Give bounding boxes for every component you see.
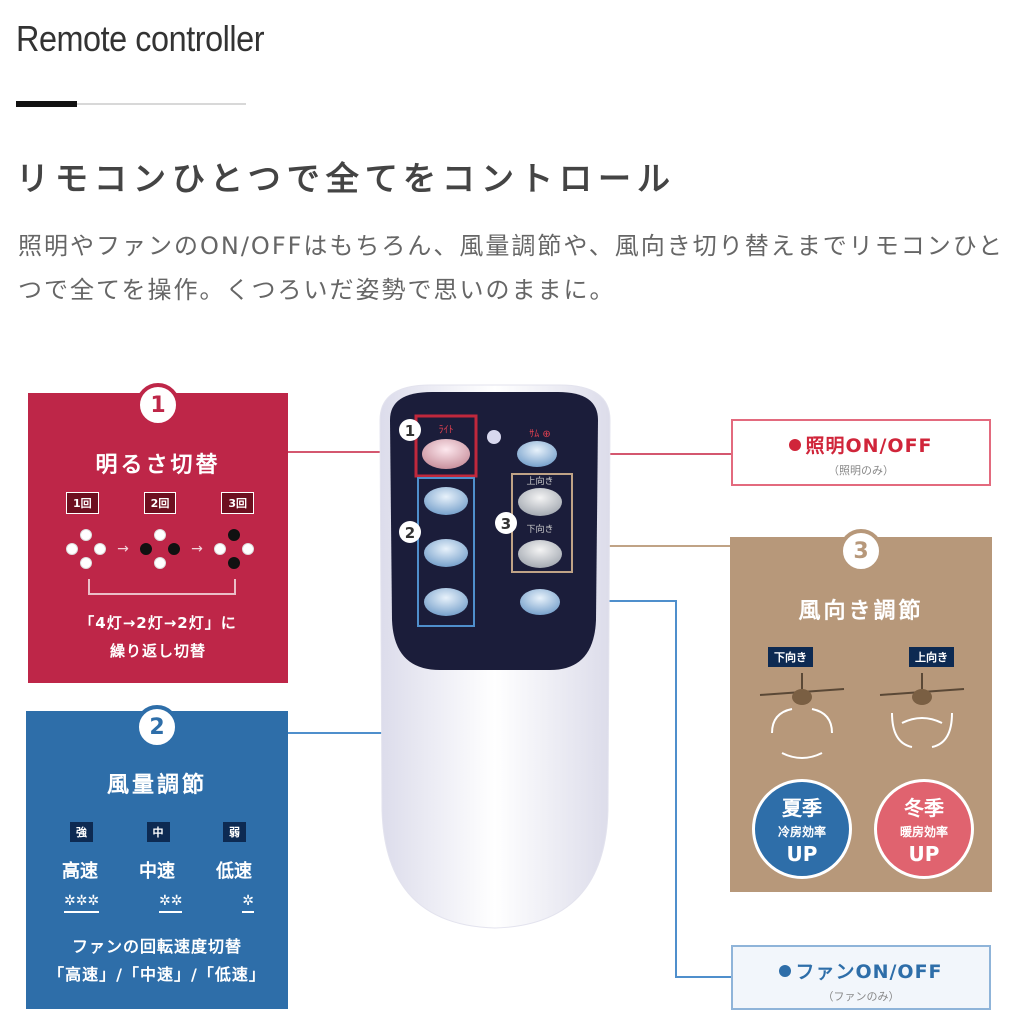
step-tag-1: 1回 xyxy=(66,492,99,514)
arrow-right-icon: → xyxy=(191,541,203,557)
fan-callout-sub: （ファンのみ） xyxy=(822,990,900,1003)
light-callout-sub: （照明のみ） xyxy=(828,464,894,477)
ceiling-fan-illustrations xyxy=(752,673,972,763)
brightness-caption: 「4灯→2灯→2灯」に 繰り返し切替 xyxy=(79,614,237,660)
level-strong: 強 xyxy=(70,822,93,842)
bulb-pattern-4-icon xyxy=(66,529,106,569)
bulb-pattern-row: → → xyxy=(66,529,254,569)
season-badges: 夏季 冷房効率 UP 冬季 暖房効率 UP xyxy=(752,779,974,879)
page-description: 照明やファンのON/OFFはもちろん、風量調節や、風向き切り替えまでリモコンひと… xyxy=(18,232,1004,304)
level-weak: 弱 xyxy=(223,822,246,842)
light-callout-label: 照明ON/OFF xyxy=(805,435,933,457)
speed-high: 高速 xyxy=(62,861,98,882)
airflow-panel: 2 風量調節 強 中 弱 高速 中速 低速 ✲✲✲ ✲✲ ✲ ファンの回転速度切… xyxy=(26,705,288,1009)
section-title: Remote controller xyxy=(16,18,265,59)
page-heading: リモコンひとつで全てをコントロール xyxy=(16,159,677,198)
remote-marker-2: 2 xyxy=(405,524,415,542)
brightness-panel: 1 明るさ切替 1回 2回 3回 → → 「4灯→2灯→2灯」に 繰り返し切替 xyxy=(28,383,288,683)
speed-low: 低速 xyxy=(216,861,252,882)
step-tag-2: 2回 xyxy=(143,492,177,514)
direction-panel: 3 風向き調節 下向き 上向き 夏季 冷房効率 UP 冬季 xyxy=(730,529,992,892)
bulb-pattern-2a-icon xyxy=(139,529,180,569)
ceiling-fan-up-icon xyxy=(879,673,965,748)
direction-up: 上向き xyxy=(909,647,954,667)
step-tag-3: 3回 xyxy=(221,492,254,514)
light-toggle-callout: 照明ON/OFF （照明のみ） xyxy=(731,419,991,486)
bulb-pattern-2b-icon xyxy=(213,529,254,569)
remote-marker-3: 3 xyxy=(501,515,511,533)
speed-indicator-icons: ✲✲✲ ✲✲ ✲ xyxy=(64,893,254,913)
remote-fan-label: ｻﾑ ⊕ xyxy=(529,428,551,440)
speed-mid: 中速 xyxy=(139,861,175,882)
direction-tags: 下向き 上向き xyxy=(768,647,954,667)
remote-control: ﾗｲﾄ ｻﾑ ⊕ 上向き 下向き 1 2 3 xyxy=(379,384,611,929)
level-medium: 中 xyxy=(146,822,170,842)
brightness-title: 明るさ切替 xyxy=(95,453,221,478)
remote-light-label: ﾗｲﾄ xyxy=(439,425,454,436)
airflow-caption: ファンの回転速度切替 「高速」/「中速」/「低速」 xyxy=(48,937,266,984)
bullet-icon xyxy=(789,439,802,451)
arrow-right-icon: → xyxy=(117,541,129,557)
remote-up-label: 上向き xyxy=(526,475,553,487)
brightness-steps: 1回 2回 3回 xyxy=(66,492,254,514)
speed-level-tags: 強 中 弱 xyxy=(70,822,246,842)
summer-badge: 夏季 冷房効率 UP xyxy=(752,779,852,879)
title-underline xyxy=(16,103,246,105)
panel-number-3: 3 xyxy=(839,529,883,573)
airflow-title: 風量調節 xyxy=(106,773,207,798)
title-underline-accent xyxy=(16,101,77,107)
remote-marker-1: 1 xyxy=(405,422,415,440)
speed-names: 高速 中速 低速 xyxy=(62,857,252,883)
direction-title: 風向き調節 xyxy=(798,599,924,624)
direction-down: 下向き xyxy=(768,647,813,667)
speed-1-icon: ✲ xyxy=(242,893,254,913)
loop-arrow-icon xyxy=(88,579,236,595)
fan-callout-label: ファンON/OFF xyxy=(795,961,943,983)
remote-down-label: 下向き xyxy=(526,523,553,535)
winter-badge: 冬季 暖房効率 UP xyxy=(874,779,974,879)
panel-number-2: 2 xyxy=(135,705,179,749)
ceiling-fan-down-icon xyxy=(759,673,845,759)
speed-2-icon: ✲✲ xyxy=(159,893,183,913)
speed-3-icon: ✲✲✲ xyxy=(64,893,100,913)
panel-number-1: 1 xyxy=(136,383,180,427)
fan-toggle-callout: ファンON/OFF （ファンのみ） xyxy=(731,945,991,1010)
bullet-icon xyxy=(779,965,792,977)
